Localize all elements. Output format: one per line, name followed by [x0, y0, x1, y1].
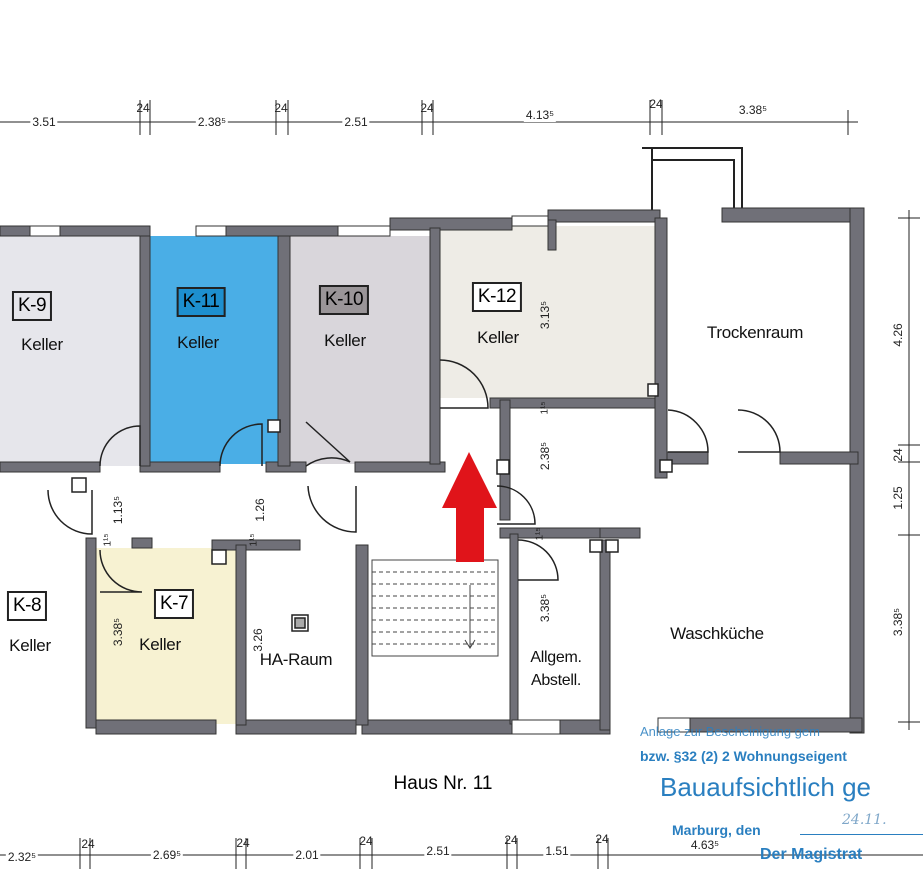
dim-bottom-1: 2.32⁵ [5, 850, 39, 864]
dim-top-5: 2.51 [342, 115, 370, 129]
dim-bottom-5: 2.01 [293, 848, 321, 862]
dim-inner-1: 1.13⁵ [111, 495, 125, 525]
dim-inner-2: 1.26 [253, 498, 267, 522]
label-k8: Keller [9, 636, 51, 655]
dim-inner-5: 3.13⁵ [538, 300, 552, 330]
dim-inner-10: 3.26 [251, 628, 265, 652]
dim-inner-11: 3.38⁵ [111, 617, 125, 647]
dim-top-1: 3.51 [30, 115, 58, 129]
room-k9-fill [0, 236, 140, 466]
label-allgem: Allgem. [530, 649, 582, 666]
label-k10: Keller [324, 331, 366, 350]
dim-bottom-9: 1.51 [543, 844, 571, 858]
label-k11: Keller [177, 333, 219, 352]
caption-house-number: Haus Nr. 11 [393, 773, 493, 794]
dim-bottom-8: 24 [504, 833, 518, 847]
dim-top-9: 3.38⁵ [738, 103, 768, 117]
stamp-line-2: bzw. §32 (2) 2 Wohnungseigent [640, 748, 847, 764]
tag-k10: K-10 [318, 285, 370, 315]
staircase [371, 559, 499, 657]
room-k10-fill [290, 236, 433, 464]
walls [0, 207, 865, 735]
stamp-line-5: Der Magistrat [760, 846, 863, 863]
stamp-date: 24.11. [842, 812, 887, 828]
dim-bottom-2: 24 [81, 837, 95, 851]
tag-k9: K-9 [11, 291, 53, 321]
label-k9: Keller [21, 335, 63, 354]
dim-inner-7: 2.38⁵ [538, 441, 552, 471]
dim-top-8: 24 [649, 97, 663, 111]
dim-right-1: 4.26 [891, 323, 905, 347]
dim-top-7: 4.13⁵ [523, 108, 557, 122]
dim-bottom-3: 2.69⁵ [150, 848, 184, 862]
doors [47, 359, 781, 593]
tag-k11: K-11 [176, 287, 226, 317]
label-trockenraum: Trockenraum [706, 323, 804, 342]
dim-right-2: 24 [891, 448, 905, 462]
top-dimension-line [0, 100, 858, 135]
dim-bottom-4: 24 [236, 836, 250, 850]
label-k7: Keller [139, 635, 181, 654]
label-k12: Keller [477, 328, 519, 347]
room-k12-fill [440, 226, 655, 398]
dim-inner-9: 3.38⁵ [538, 593, 552, 623]
label-ha-raum: HA-Raum [259, 650, 333, 669]
dim-bottom-10: 24 [595, 832, 609, 846]
dim-right-3: 1.25 [891, 486, 905, 510]
tag-k8: K-8 [6, 591, 48, 621]
balcony [642, 147, 743, 210]
room-k11-fill [150, 236, 280, 464]
dim-inner-8: 1¹⁵ [534, 527, 546, 541]
dim-top-3: 2.38⁵ [195, 115, 229, 129]
dim-inner-6: 1¹⁵ [539, 401, 551, 415]
right-dimension-line [898, 210, 920, 730]
stamp-line-3: Bauaufsichtlich ge [660, 772, 872, 802]
windows [29, 215, 691, 735]
stamp-line-4: Marburg, den [672, 822, 761, 838]
dim-top-6: 24 [420, 101, 434, 115]
stamp-date-underline [800, 834, 923, 835]
columns [71, 383, 673, 632]
dim-bottom-6: 24 [359, 834, 373, 848]
label-abstell: Abstell. [530, 672, 582, 689]
dim-inner-3: 1¹⁵ [102, 533, 114, 547]
label-waschkueche: Waschküche [670, 624, 764, 643]
dim-bottom-11: 4.63⁵ [690, 838, 720, 852]
dim-inner-4: 1¹⁵ [248, 533, 260, 547]
stamp-line-1: Anlage zur Bescheinigung gem [640, 724, 820, 739]
room-k7-fill [96, 548, 236, 724]
tag-k7: K-7 [153, 589, 195, 619]
dim-bottom-7: 2.51 [424, 844, 452, 858]
tag-k12: K-12 [471, 282, 523, 312]
dim-top-2: 24 [136, 101, 150, 115]
dim-right-4: 3.38⁵ [891, 607, 905, 637]
dim-top-4: 24 [274, 101, 288, 115]
red-arrow [442, 452, 497, 562]
